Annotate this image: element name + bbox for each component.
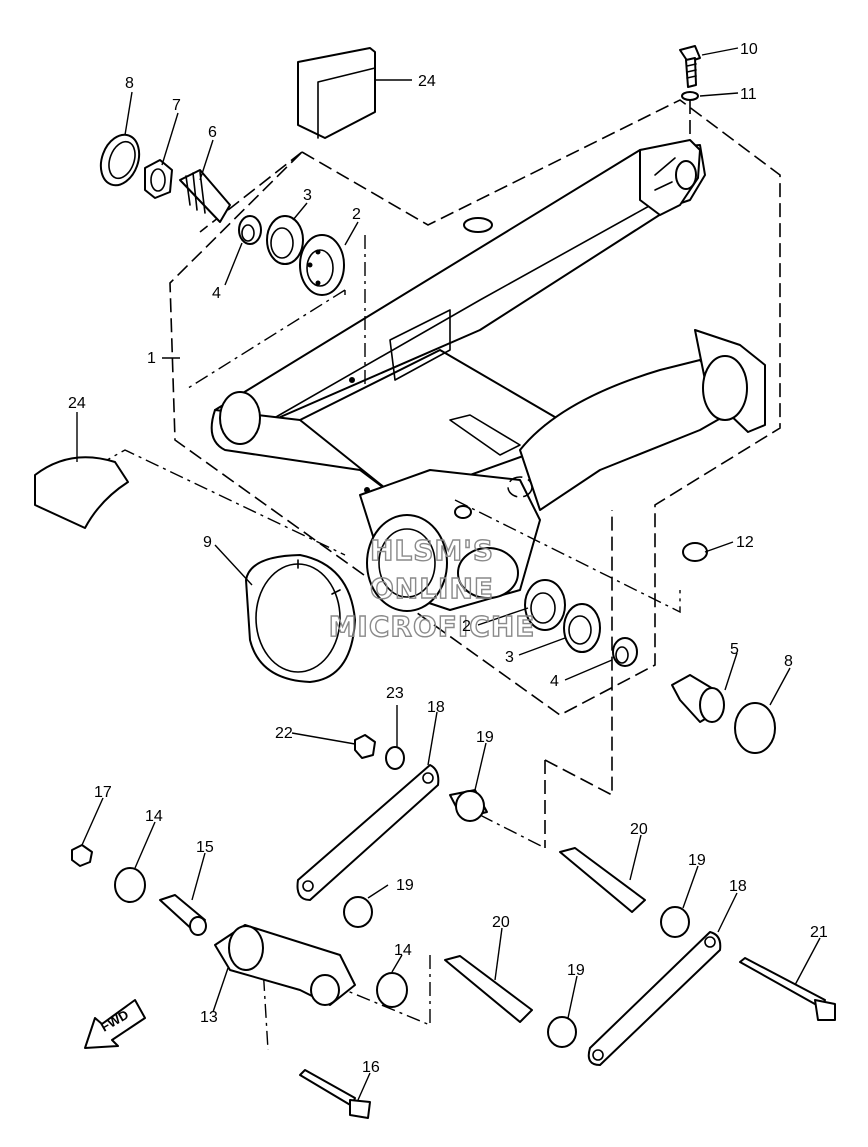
centerline-linkage — [261, 949, 431, 1051]
callout-3-upper: 3 — [303, 187, 312, 204]
collar-19-a — [449, 789, 488, 822]
assembly-boundary-dashed — [169, 99, 781, 716]
callout-19-b: 19 — [396, 877, 414, 894]
bolt-10 — [679, 45, 701, 88]
leader-lines — [76, 47, 821, 1101]
callout-17: 17 — [94, 784, 112, 801]
callout-5: 5 — [730, 641, 739, 658]
bearing-2-lower — [524, 579, 566, 631]
callout-10: 10 — [740, 41, 758, 58]
collar-14-right — [376, 972, 408, 1008]
connecting-rod-18-lower — [587, 931, 722, 1066]
callout-11: 11 — [740, 86, 757, 103]
oil-seal-8-upper — [99, 133, 141, 187]
shaft-6 — [179, 169, 231, 223]
watermark-line2: ONLINE — [370, 572, 494, 605]
washer-11 — [681, 91, 699, 140]
callout-14-right: 14 — [394, 942, 412, 959]
pivot-shaft-5 — [671, 674, 725, 723]
callout-3-lower: 3 — [505, 649, 514, 666]
callout-18-lower: 18 — [729, 878, 747, 895]
bolt-16 — [299, 1069, 371, 1119]
callout-6: 6 — [208, 124, 217, 141]
callout-22: 22 — [275, 725, 293, 742]
spacer-20-upper — [559, 847, 646, 913]
callout-19-d: 19 — [567, 962, 585, 979]
connecting-rod-18-upper — [296, 764, 440, 901]
washer-23 — [385, 746, 405, 770]
collar-19-d — [547, 1016, 577, 1048]
watermark-line3: MICROFICHE — [329, 610, 536, 643]
callout-24-lower: 24 — [68, 395, 86, 412]
callout-13: 13 — [200, 1009, 218, 1026]
dust-cover-9 — [245, 554, 356, 683]
plug-12 — [682, 542, 708, 562]
callout-4-upper: 4 — [212, 285, 221, 302]
centerline-relay — [479, 814, 546, 849]
callout-16: 16 — [362, 1059, 380, 1076]
cap-8-lower — [734, 702, 776, 754]
callout-7: 7 — [172, 97, 181, 114]
callout-20-upper: 20 — [630, 821, 648, 838]
swingarm-body — [210, 139, 766, 612]
callout-2-lower: 2 — [462, 618, 471, 635]
callout-20-lower: 20 — [492, 914, 510, 931]
spacer-20-lower — [444, 955, 533, 1023]
label-plate-lower — [34, 456, 129, 529]
callout-23: 23 — [386, 685, 404, 702]
callout-8-upper: 8 — [125, 75, 134, 92]
relay-arm-13 — [214, 924, 356, 1006]
reference-dashed-line-2 — [544, 510, 613, 797]
bolt-21 — [739, 957, 836, 1021]
label-plate-upper — [297, 47, 376, 139]
callout-1: 1 — [147, 350, 156, 367]
callout-19-c: 19 — [688, 852, 706, 869]
callout-21: 21 — [810, 924, 828, 941]
collar-14-left — [114, 867, 146, 903]
collar-19-b — [343, 896, 373, 928]
callout-19-a: 19 — [476, 729, 494, 746]
watermark: HLSM'S ONLINE MICROFICHE — [328, 533, 536, 643]
forward-direction-arrow: FWD — [84, 999, 146, 1049]
callout-12: 12 — [736, 534, 754, 551]
callout-9: 9 — [203, 534, 212, 551]
centerline-pivot-upper — [184, 235, 366, 391]
callout-24-upper: 24 — [418, 73, 436, 90]
collar-4-lower — [612, 637, 638, 667]
bushing-15 — [159, 894, 207, 936]
collar-19-c — [660, 906, 690, 938]
nut-22 — [354, 734, 376, 759]
collar-4-upper — [238, 215, 262, 245]
nut-7 — [144, 159, 173, 199]
callout-14-left: 14 — [145, 808, 163, 825]
watermark-line1: HLSM'S — [370, 534, 494, 567]
nut-17 — [71, 844, 93, 867]
callout-8-lower: 8 — [784, 653, 793, 670]
callout-labels: 8 7 6 3 2 4 1 24 24 10 11 12 9 2 3 4 5 8… — [68, 41, 828, 1076]
bearing-2-upper — [299, 234, 345, 296]
callout-15: 15 — [196, 839, 214, 856]
bearing-3-upper — [266, 215, 304, 265]
callout-4-lower: 4 — [550, 673, 559, 690]
callout-18-upper: 18 — [427, 699, 445, 716]
bearing-3-lower — [563, 603, 601, 653]
callout-2-upper: 2 — [352, 206, 361, 223]
